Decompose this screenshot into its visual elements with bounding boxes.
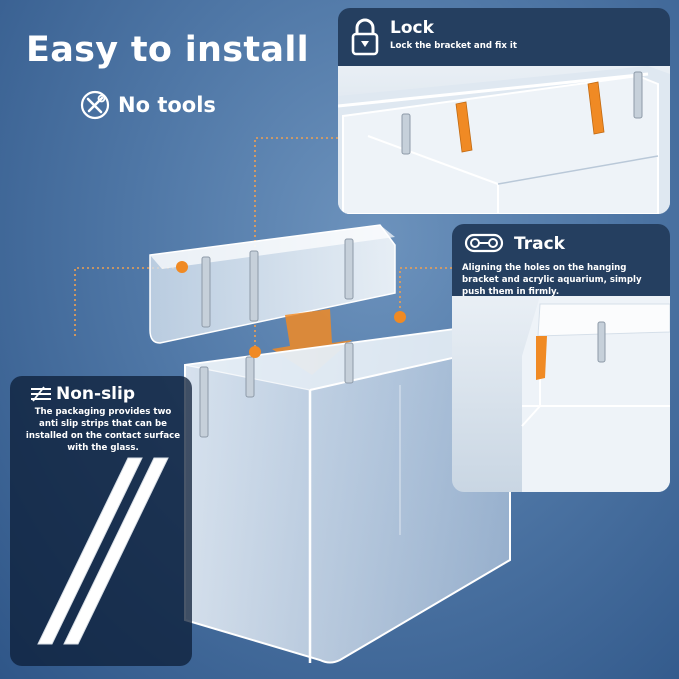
track-title: Track [514, 234, 565, 254]
no-tools-badge: No tools [80, 90, 216, 120]
track-icon [464, 232, 504, 254]
lock-image [338, 66, 670, 214]
lock-panel: Lock Lock the bracket and fix it [338, 8, 670, 214]
track-header: Track Aligning the holes on the hanging … [452, 224, 670, 297]
acrylic-tank-illustration [149, 224, 512, 664]
padlock-icon [350, 18, 380, 56]
anti-slip-strips [37, 457, 169, 645]
track-description: Aligning the holes on the hanging bracke… [462, 263, 642, 297]
track-image [452, 296, 670, 492]
non-slip-icon [30, 386, 52, 402]
no-tools-label: No tools [118, 93, 216, 117]
non-slip-title: Non-slip [56, 384, 136, 404]
headline: Easy to install [26, 30, 309, 70]
lock-title: Lock [390, 18, 434, 38]
non-slip-panel: Non-slip The packaging provides two anti… [10, 376, 192, 666]
lock-header: Lock Lock the bracket and fix it [338, 8, 670, 66]
non-slip-description: The packaging provides two anti slip str… [25, 407, 181, 453]
no-tools-icon [80, 90, 110, 120]
lock-description: Lock the bracket and fix it [390, 41, 517, 51]
track-panel: Track Aligning the holes on the hanging … [452, 224, 670, 492]
